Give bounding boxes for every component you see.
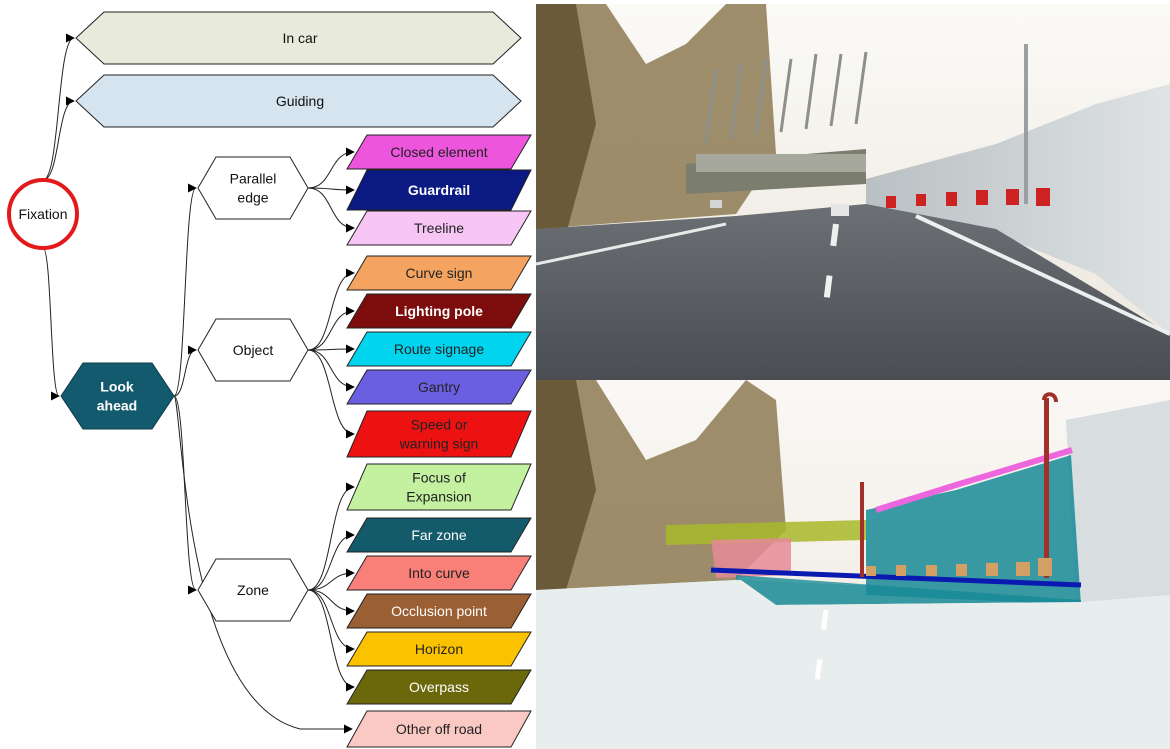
road-photo-annotated: [536, 380, 1170, 749]
leaf-closed-element: [346, 134, 532, 170]
leaf-label-lighting-pole: Lighting pole: [395, 303, 483, 319]
group-node-zone: [197, 558, 309, 622]
connector-arrow: [307, 147, 355, 189]
leaf-focus-of-expansion: [346, 463, 532, 511]
leaf-label-curve-sign: Curve sign: [406, 265, 473, 281]
leaf-guardrail: [346, 169, 532, 211]
leaf-label-into-curve: Into curve: [408, 565, 470, 581]
leaf-overpass: [346, 669, 532, 705]
connector-arrow: [307, 185, 355, 195]
overpass-overlay: [666, 520, 866, 545]
fixation-node: [7, 178, 79, 250]
connector-arrow: [307, 589, 355, 692]
band-label-in-car: In car: [282, 30, 317, 46]
leaf-label-route-signage: Route signage: [394, 341, 485, 357]
connector-arrow: [307, 589, 355, 654]
group-label-zone: Zone: [237, 582, 269, 598]
connector-arrow: [307, 589, 355, 616]
leaf-label-gantry: Gantry: [418, 379, 460, 395]
lighting-pole-overlay: [860, 482, 864, 577]
road-mask: [536, 580, 1170, 749]
leaf-other-off-road: [346, 710, 532, 748]
connector-arrow: [173, 183, 197, 397]
leaf-horizon: [346, 631, 532, 667]
band-guiding: [75, 74, 522, 128]
leaf-label-closed-element: Closed element: [390, 144, 487, 160]
group-label-object: Object: [233, 342, 274, 358]
road-photo-original: [536, 4, 1170, 380]
band-in-car: [75, 11, 522, 65]
leaf-curve-sign: [346, 255, 532, 291]
connector-arrow: [307, 187, 355, 233]
leaf-label-guardrail: Guardrail: [408, 182, 470, 198]
closed-element-overlay: [875, 447, 1073, 513]
into-curve-overlay: [711, 538, 791, 578]
leaf-label-horizon: Horizon: [415, 641, 463, 657]
connector-arrow: [307, 349, 355, 392]
connector-arrow: [307, 344, 355, 354]
leaf-label-far-zone: Far zone: [411, 527, 466, 543]
fixation-label: Fixation: [18, 206, 67, 222]
look-ahead-node: [60, 362, 175, 430]
connector-arrow: [42, 247, 60, 401]
leaf-label-occlusion-point: Occlusion point: [391, 603, 487, 619]
leaf-label-overpass: Overpass: [409, 679, 469, 695]
connector-arrow: [307, 568, 355, 591]
group-node-parallel: [197, 156, 309, 220]
group-node-object: [197, 318, 309, 382]
curve-sign-overlay: [866, 558, 1052, 576]
connector-arrow: [307, 306, 355, 351]
leaf-treeline: [346, 210, 532, 246]
connector-arrow: [173, 395, 197, 595]
leaf-speed-or-warning-sign: [346, 410, 532, 458]
connector-arrow: [307, 482, 355, 591]
leaf-lighting-pole: [346, 293, 532, 329]
leaf-route-signage: [346, 331, 532, 367]
diagram-connectors: [42, 33, 355, 734]
connector-arrow: [42, 96, 75, 181]
connector-arrow: [307, 268, 355, 351]
connector-arrow: [42, 33, 75, 181]
leaf-into-curve: [346, 555, 532, 591]
leaf-gantry: [346, 369, 532, 405]
guardrail-overlay: [710, 567, 1082, 588]
leaf-far-zone: [346, 517, 532, 553]
band-label-guiding: Guiding: [276, 93, 324, 109]
leaf-label-treeline: Treeline: [414, 220, 464, 236]
connector-arrow: [307, 349, 355, 439]
connector-arrow: [173, 345, 197, 397]
leaf-label-other-off-road: Other off road: [396, 721, 482, 737]
connector-arrow: [307, 530, 355, 591]
leaf-occlusion-point: [346, 593, 532, 629]
connector-arrow: [173, 395, 353, 734]
